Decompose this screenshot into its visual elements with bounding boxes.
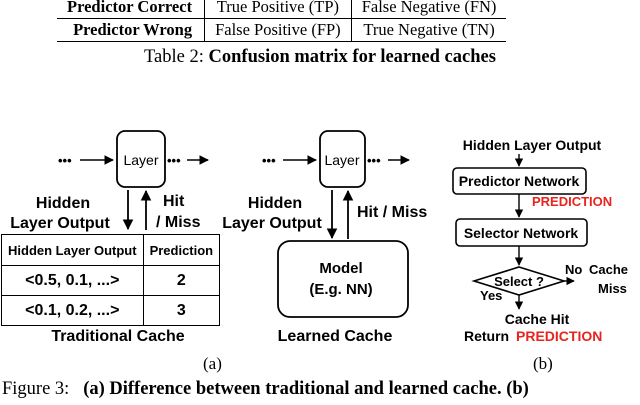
return-prediction: PREDICTION bbox=[516, 328, 602, 344]
yes-label: Yes bbox=[480, 288, 502, 303]
hidden-label-line1: Hidden bbox=[36, 195, 90, 212]
hidden-label-line2: Layer Output bbox=[10, 215, 110, 232]
hit-label-line2: / Miss bbox=[156, 214, 201, 231]
input-label: Hidden Layer Output bbox=[463, 137, 602, 153]
table-row: Predictor Correct True Positive (TP) Fal… bbox=[57, 0, 507, 19]
model-label-line2: (E.g. NN) bbox=[309, 281, 372, 298]
subfigure-label-b: (b) bbox=[533, 354, 553, 373]
layer-box bbox=[116, 130, 166, 188]
hit-label-line1: Hit bbox=[163, 193, 185, 210]
figure-caption: Figure 3: (a) Difference between traditi… bbox=[2, 379, 638, 400]
column-header: Prediction bbox=[142, 234, 221, 266]
table-cell: True Positive (TP) bbox=[204, 0, 352, 19]
ellipsis-left: ••• bbox=[58, 153, 72, 168]
cache-hit-label: Cache Hit bbox=[505, 311, 570, 327]
table-cell: <0.1, 0.2, ...> bbox=[1, 295, 144, 326]
caption-title: Confusion matrix for learned caches bbox=[208, 47, 496, 67]
ellipsis-right: ••• bbox=[167, 153, 181, 168]
selector-network-box bbox=[455, 218, 588, 247]
table-caption: Table 2: Confusion matrix for learned ca… bbox=[0, 47, 640, 68]
model-label-line1: Model bbox=[319, 260, 362, 277]
table-cell: 3 bbox=[142, 295, 221, 326]
table-header-row: Hidden Layer Output Prediction bbox=[1, 234, 221, 266]
no-label: No bbox=[565, 262, 582, 277]
learned-cache-label: Learned Cache bbox=[278, 328, 393, 345]
cache-lookup-table: Hidden Layer Output Prediction <0.5, 0.1… bbox=[1, 234, 221, 326]
hidden-label-line1: Hidden bbox=[248, 195, 302, 212]
return-label: Return bbox=[464, 328, 509, 344]
table-cell: 2 bbox=[142, 265, 221, 296]
layer-label: Layer bbox=[324, 152, 359, 168]
caption-title: (a) Difference between traditional and l… bbox=[83, 379, 529, 399]
model-box bbox=[277, 240, 409, 318]
caption-prefix: Table 2: bbox=[144, 47, 209, 67]
prediction-tag: PREDICTION bbox=[532, 194, 612, 209]
caption-prefix: Figure 3: bbox=[2, 379, 70, 399]
ellipsis-right: ••• bbox=[367, 153, 381, 168]
decision-label: Select ? bbox=[494, 274, 544, 289]
predictor-network-label: Predictor Network bbox=[459, 173, 580, 189]
table-row: Predictor Wrong False Positive (FP) True… bbox=[57, 18, 507, 42]
selector-network-label: Selector Network bbox=[464, 225, 579, 241]
column-header: Hidden Layer Output bbox=[1, 234, 144, 266]
hit-label: Hit / Miss bbox=[357, 204, 427, 221]
table-row: <0.1, 0.2, ...> 3 bbox=[1, 295, 221, 326]
row-header: Predictor Wrong bbox=[57, 18, 205, 42]
subfigure-label-a: (a) bbox=[203, 354, 222, 373]
miss-label: Miss bbox=[598, 281, 627, 296]
table-cell: True Negative (TN) bbox=[350, 18, 507, 42]
traditional-cache-label: Traditional Cache bbox=[51, 328, 184, 345]
table-cell: <0.5, 0.1, ...> bbox=[1, 265, 144, 296]
row-header: Predictor Correct bbox=[57, 0, 205, 19]
confusion-matrix-table: Predictor Correct True Positive (TP) Fal… bbox=[57, 0, 507, 42]
cache-label: Cache bbox=[589, 262, 628, 277]
table-cell: False Positive (FP) bbox=[204, 18, 352, 42]
layer-box bbox=[319, 130, 366, 188]
ellipsis-left: ••• bbox=[262, 153, 276, 168]
table-row: <0.5, 0.1, ...> 2 bbox=[1, 265, 221, 296]
table-cell: False Negative (FN) bbox=[350, 0, 507, 19]
hidden-label-line2: Layer Output bbox=[222, 215, 322, 232]
layer-label: Layer bbox=[123, 152, 158, 168]
